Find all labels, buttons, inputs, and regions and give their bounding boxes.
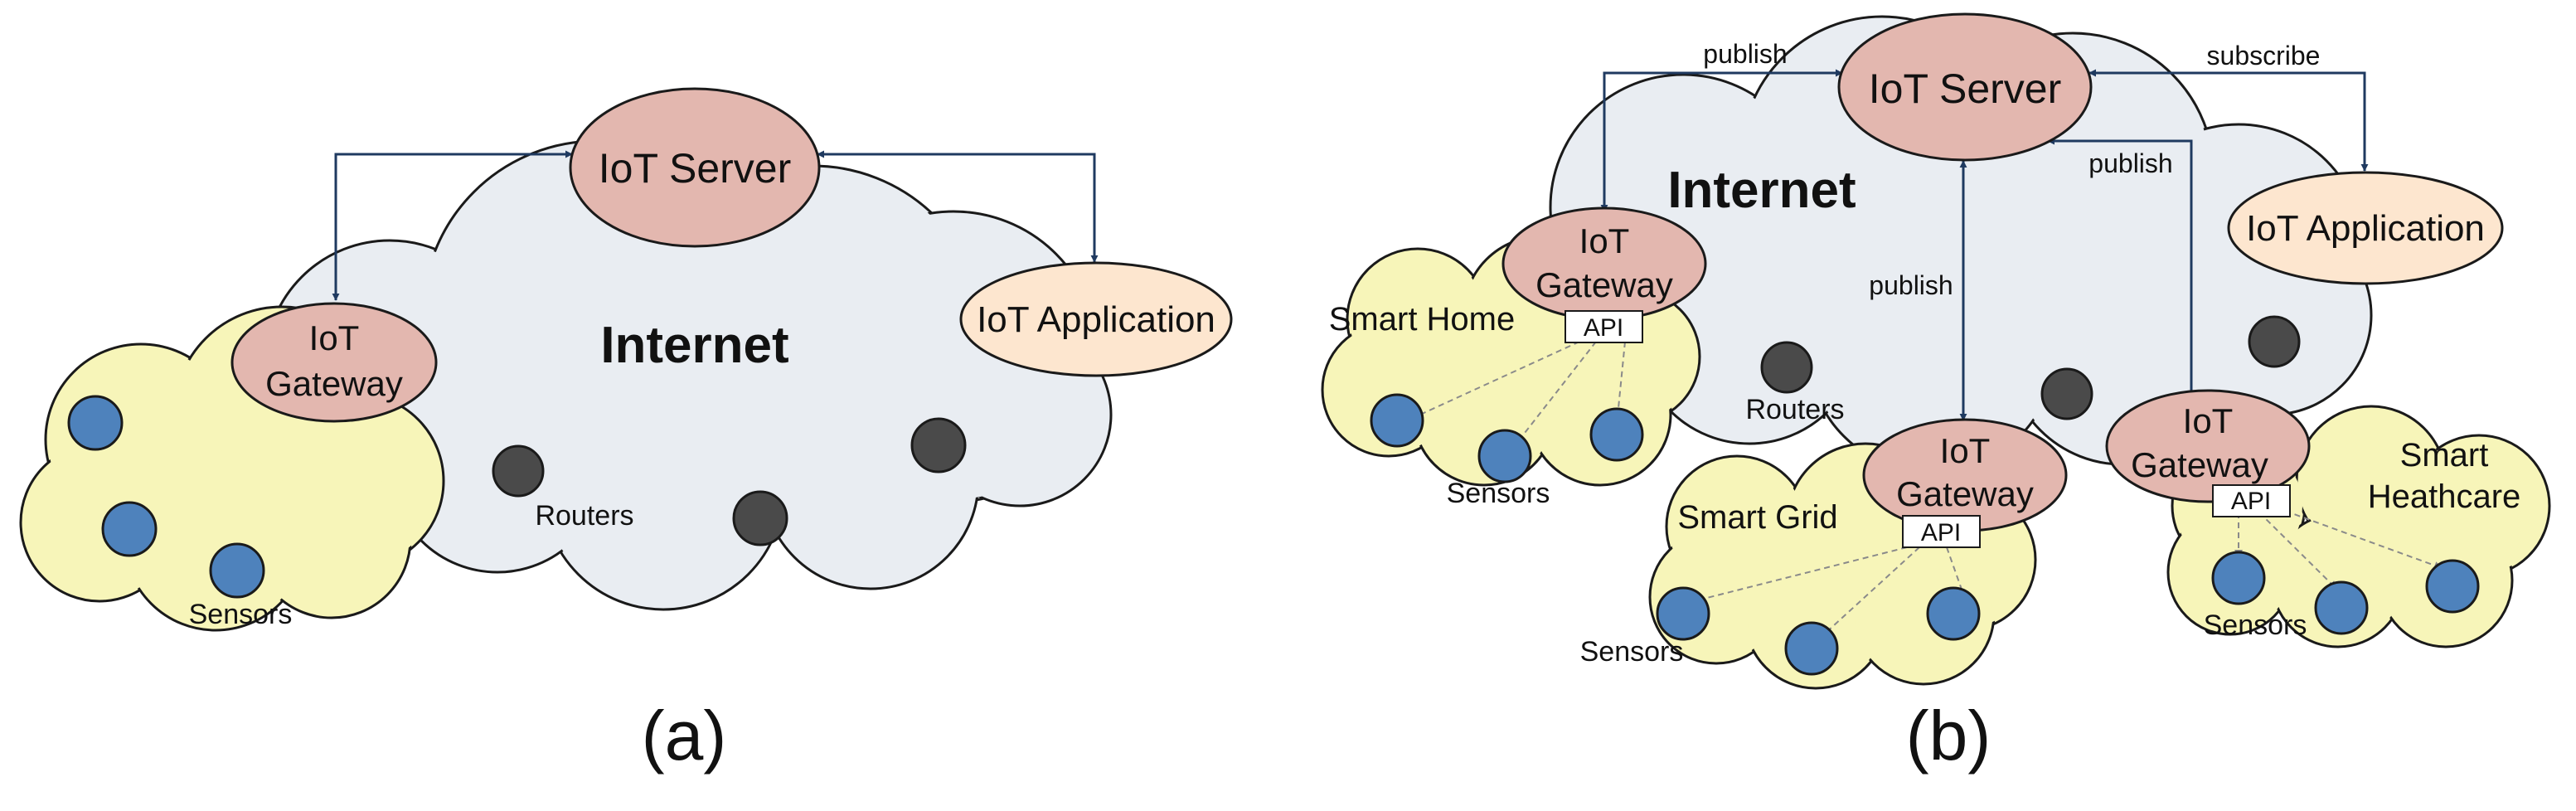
router-a-3 [910,417,967,473]
smart-grid-label: Smart Grid [1677,499,1837,536]
api-box-healthcare [2212,484,2291,517]
router-a-2 [732,490,788,546]
api-label-home: API [1584,314,1623,342]
sensor-home-2 [1477,429,1532,483]
caption-b: (b) [1906,697,1991,775]
sensor-health-1 [2211,551,2266,605]
server-application-link-a [817,150,1099,263]
iot-server-node-b [1837,12,2093,162]
edge-label-publish-grid: publish [1869,270,1953,300]
router-a-1 [492,444,545,498]
router-b-1 [1760,341,1813,394]
local-cloud-a-fill [23,309,441,628]
sensor-health-3 [2425,559,2480,614]
api-box-home [1565,310,1643,343]
smart-healthcare-label-line1: Smart [2400,437,2489,473]
iot-application-node-b [2227,171,2504,285]
sensor-home-1 [1370,393,1424,448]
iot-application-node-a [959,261,1233,377]
sensor-a-3 [209,542,265,599]
sensor-health-2 [2314,580,2369,635]
home-gateway-server-link [1600,69,1843,212]
sensors-label-grid: Sensors [1580,636,1684,668]
healthcare-gateway-server-link [2047,137,2195,399]
iot-gateway-grid-line2: Gateway [1896,474,2034,513]
router-b-2 [2040,367,2093,420]
iot-application-label-a: IoT Application [977,299,1215,340]
api-box-grid [1902,515,1981,548]
routers-label-a: Routers [535,500,633,532]
edge-label-publish-home: publish [1703,39,1787,69]
sensor-home-3 [1589,407,1644,462]
iot-application-label-b: IoT Application [2246,208,2485,249]
iot-gateway-label-a-line2: Gateway [265,364,403,403]
panel-b: IoT Server IoT Application Internet publ… [1321,12,2551,775]
smart-home-label: Smart Home [1329,301,1516,338]
sensor-a-1 [67,395,124,451]
sensor-a-2 [101,501,158,557]
routers-label-b: Routers [1745,394,1844,425]
server-gateway-link-a [332,150,573,301]
internet-label-a: Internet [600,317,788,374]
iot-gateway-label-a-line1: IoT [309,318,360,357]
routers-b [1760,315,2301,420]
edge-label-publish-healthcare: publish [2088,148,2172,178]
iot-gateway-node-healthcare [2105,389,2311,503]
connections-b [1600,69,2369,421]
api-label-healthcare: API [2231,488,2271,515]
routers-a [492,417,967,546]
caption-a: (a) [642,697,727,775]
iot-gateway-healthcare-line1: IoT [2183,401,2234,440]
iot-gateway-grid-line1: IoT [1940,431,1991,470]
sensor-grid-1 [1656,586,1710,641]
sensor-grid-2 [1784,621,1839,676]
server-application-link-b [2088,69,2369,172]
iot-gateway-node-a [230,302,438,423]
router-b-3 [2248,315,2301,368]
iot-server-label-a: IoT Server [599,145,792,192]
sensors-label-home: Sensors [1447,478,1550,509]
iot-gateway-home-line2: Gateway [1535,265,1673,304]
iot-server-node-a [569,87,821,248]
sensors-label-a: Sensors [189,599,293,630]
iot-gateway-healthcare-line2: Gateway [2131,445,2268,484]
sensors-label-healthcare: Sensors [2204,609,2307,641]
panel-a: IoT Server IoT Application IoT Gateway I… [19,87,1233,775]
connections-a [332,150,1099,301]
sensors-a [67,395,265,599]
api-label-grid: API [1921,519,1961,546]
sensors-b [1370,393,2480,676]
internet-label-b: Internet [1667,162,1856,219]
sensor-grid-3 [1926,586,1981,641]
iot-gateway-home-line1: IoT [1579,221,1630,260]
iot-server-label-b: IoT Server [1869,66,2062,112]
smart-healthcare-label-line2: Heathcare [2368,478,2521,515]
edge-label-subscribe: subscribe [2207,41,2321,70]
